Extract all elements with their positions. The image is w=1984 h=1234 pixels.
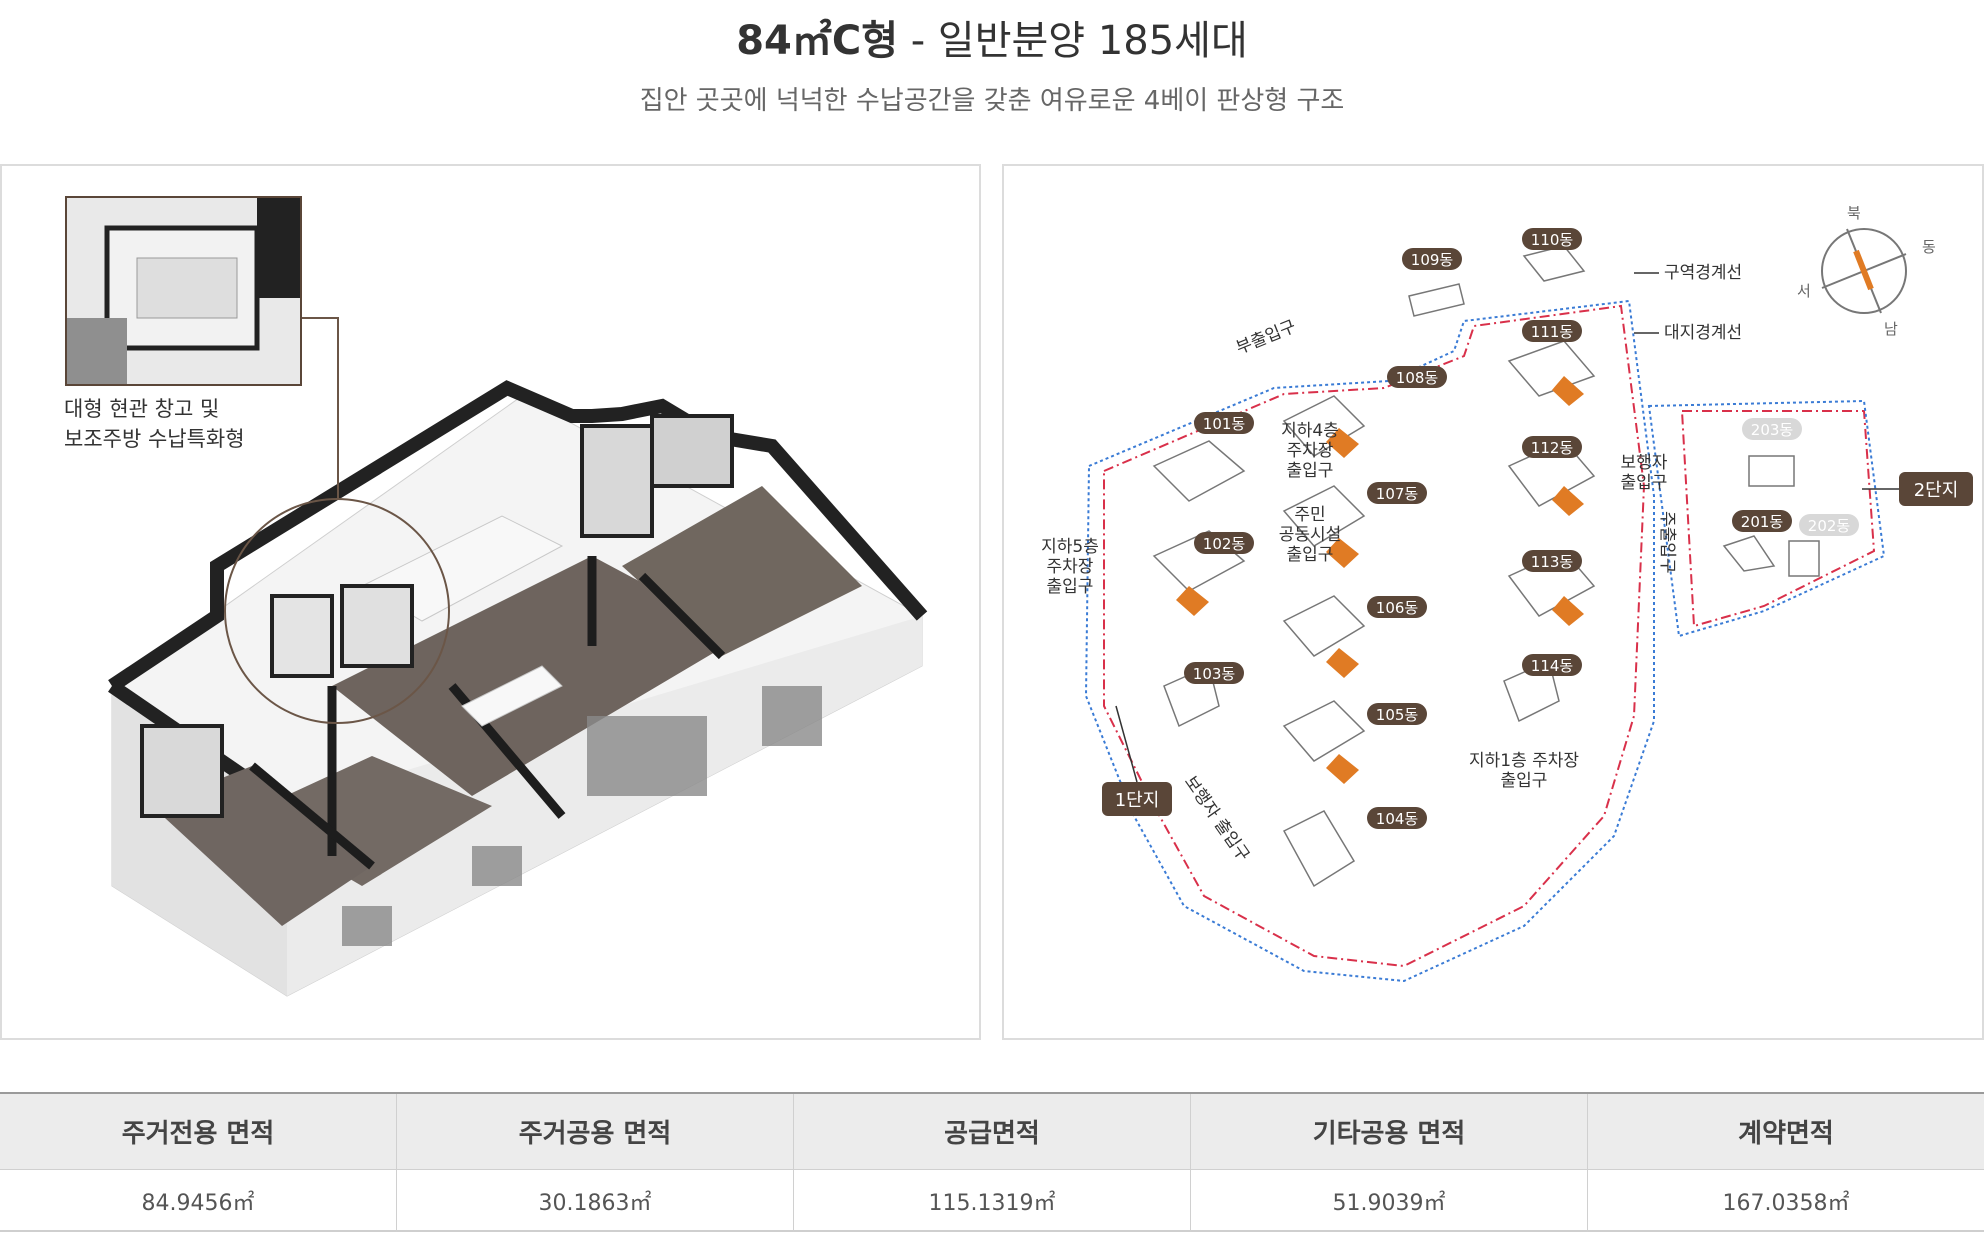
area-table: 주거전용 면적 주거공용 면적 공급면적 기타공용 면적 계약면적 84.945…	[0, 1092, 1984, 1232]
site-boundary-label: 대지경계선	[1664, 323, 1742, 343]
header-common-area: 주거공용 면적	[397, 1094, 794, 1169]
page-subtitle: 집안 곳곳에 넉넉한 수납공간을 갖춘 여유로운 4베이 판상형 구조	[639, 86, 1345, 116]
b5-parking-label-1: 지하5층	[1041, 537, 1099, 557]
svg-text:106동: 106동	[1376, 599, 1419, 617]
svg-text:112동: 112동	[1531, 439, 1574, 457]
community-label-3: 출입구	[1287, 545, 1334, 565]
siteplan-panel: 109동 110동 111동 108동 101동 107동 112동 102동 …	[1002, 164, 1984, 1040]
complex-1-badge[interactable]: 1단지	[1102, 782, 1172, 816]
svg-text:111동: 111동	[1531, 323, 1574, 341]
b4-parking-label-2: 주차장	[1287, 441, 1334, 461]
area-table-values: 84.9456㎡ 30.1863㎡ 115.1319㎡ 51.9039㎡ 167…	[0, 1170, 1984, 1232]
svg-text:109동: 109동	[1411, 251, 1454, 269]
svg-text:110동: 110동	[1531, 231, 1574, 249]
compass-icon: 북 동 남 서	[1797, 204, 1936, 338]
svg-text:1단지: 1단지	[1115, 790, 1160, 811]
building-pills: 109동 110동 111동 108동 101동 107동 112동 102동 …	[1184, 228, 1859, 829]
complex-2-badge[interactable]: 2단지	[1899, 472, 1973, 506]
pedestrian-right-label-2: 출입구	[1621, 473, 1668, 493]
building-105[interactable]: 105동	[1367, 703, 1427, 725]
header-exclusive-area: 주거전용 면적	[0, 1094, 397, 1169]
building-103[interactable]: 103동	[1184, 662, 1244, 684]
building-201[interactable]: 201동	[1732, 510, 1792, 532]
building-107[interactable]: 107동	[1367, 482, 1427, 504]
header-supply-area: 공급면적	[794, 1094, 1191, 1169]
building-102[interactable]: 102동	[1194, 532, 1254, 554]
page-title: 84㎡C형 - 일반분양 185세대	[0, 8, 1984, 66]
callout-line-2: 보조주방 수납특화형	[64, 427, 245, 451]
value-contract-area: 167.0358㎡	[1722, 1191, 1850, 1216]
building-202[interactable]: 202동	[1799, 514, 1859, 536]
district-boundary-label: 구역경계선	[1664, 263, 1742, 283]
supply-info: 일반분양 185세대	[937, 18, 1248, 64]
floorplan-panel: 대형 현관 창고 및 보조주방 수납특화형	[0, 164, 981, 1040]
pedestrian-right-label-1: 보행자	[1621, 453, 1668, 473]
svg-text:서: 서	[1797, 282, 1811, 300]
pedestrian-bottom-label: 보행자 출입구	[1180, 772, 1253, 865]
title-separator: -	[910, 18, 926, 64]
svg-text:114동: 114동	[1531, 657, 1574, 675]
svg-text:105동: 105동	[1376, 706, 1419, 724]
svg-text:103동: 103동	[1193, 665, 1236, 683]
building-112[interactable]: 112동	[1522, 436, 1582, 458]
svg-text:201동: 201동	[1741, 513, 1784, 531]
building-104[interactable]: 104동	[1367, 807, 1427, 829]
building-111[interactable]: 111동	[1522, 320, 1582, 342]
unit-type: 84㎡C형	[736, 18, 899, 64]
svg-text:101동: 101동	[1203, 415, 1246, 433]
building-203[interactable]: 203동	[1742, 418, 1802, 440]
building-110[interactable]: 110동	[1522, 228, 1582, 250]
b4-parking-label-3: 출입구	[1287, 461, 1334, 481]
sub-entrance-label: 부출입구	[1233, 317, 1298, 359]
svg-text:202동: 202동	[1808, 517, 1851, 535]
b5-parking-label-2: 주차장	[1047, 557, 1094, 577]
floorplan-illustration	[108, 317, 928, 997]
b4-parking-label-1: 지하4층	[1281, 421, 1339, 441]
svg-text:동: 동	[1922, 238, 1936, 256]
svg-text:102동: 102동	[1203, 535, 1246, 553]
main-entrance-label: 주출입구	[1657, 511, 1677, 574]
callout-caption: 대형 현관 창고 및 보조주방 수납특화형	[64, 394, 245, 454]
community-label-2: 공동시설	[1279, 525, 1342, 545]
b5-parking-label-3: 출입구	[1047, 577, 1094, 597]
callout-line-1: 대형 현관 창고 및	[64, 397, 220, 421]
value-exclusive-area: 84.9456㎡	[0, 1170, 397, 1232]
building-113[interactable]: 113동	[1522, 550, 1582, 572]
header-other-common-area: 기타공용 면적	[1191, 1094, 1588, 1169]
svg-text:북: 북	[1847, 204, 1861, 222]
siteplan-map: 109동 110동 111동 108동 101동 107동 112동 102동 …	[1041, 204, 1973, 983]
building-101[interactable]: 101동	[1194, 412, 1254, 434]
b1-parking-label-2: 출입구	[1501, 771, 1548, 791]
value-common-area: 30.1863㎡	[397, 1170, 794, 1232]
svg-text:108동: 108동	[1396, 369, 1439, 387]
header-contract-area: 계약면적	[1738, 1119, 1834, 1149]
svg-text:남: 남	[1884, 320, 1898, 338]
building-109[interactable]: 109동	[1402, 248, 1462, 270]
building-114[interactable]: 114동	[1522, 654, 1582, 676]
svg-text:107동: 107동	[1376, 485, 1419, 503]
b1-parking-label-1: 지하1층 주차장	[1469, 751, 1579, 771]
svg-text:2단지: 2단지	[1914, 480, 1959, 501]
detail-inset-image	[65, 196, 302, 386]
svg-text:104동: 104동	[1376, 810, 1419, 828]
value-other-common-area: 51.9039㎡	[1191, 1170, 1588, 1232]
building-108[interactable]: 108동	[1387, 366, 1447, 388]
building-106[interactable]: 106동	[1367, 596, 1427, 618]
community-label-1: 주민	[1294, 505, 1325, 525]
svg-text:113동: 113동	[1531, 553, 1574, 571]
area-table-header: 주거전용 면적 주거공용 면적 공급면적 기타공용 면적 계약면적	[0, 1094, 1984, 1170]
svg-text:203동: 203동	[1751, 421, 1794, 439]
value-supply-area: 115.1319㎡	[794, 1170, 1191, 1232]
